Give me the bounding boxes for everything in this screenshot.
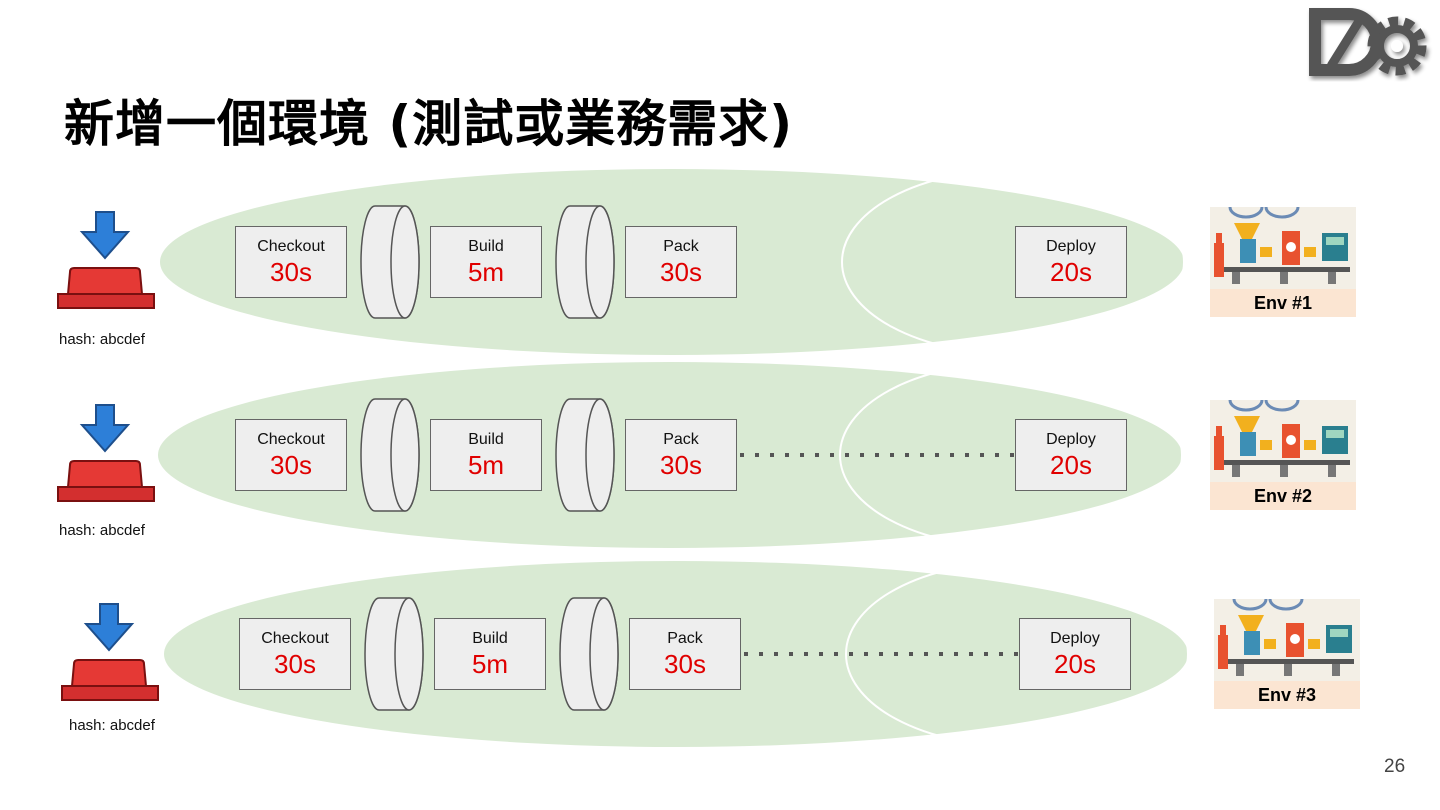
push-button-icon[interactable] bbox=[60, 602, 160, 712]
queue-cylinder-icon bbox=[360, 398, 420, 512]
push-button-icon[interactable] bbox=[56, 403, 156, 513]
stage-pack: Pack 30s bbox=[629, 618, 741, 690]
stage-duration: 30s bbox=[274, 649, 316, 679]
stage-duration: 30s bbox=[660, 257, 702, 287]
queue-cylinder-icon bbox=[360, 205, 420, 319]
stage-build: Build 5m bbox=[430, 419, 542, 491]
stage-name: Pack bbox=[663, 238, 699, 255]
stage-duration: 5m bbox=[467, 450, 505, 480]
stage-name: Deploy bbox=[1046, 238, 1096, 255]
queue-cylinder-icon bbox=[555, 398, 615, 512]
stage-pack: Pack 30s bbox=[625, 419, 737, 491]
stage-duration: 20s bbox=[1054, 649, 1096, 679]
stage-name: Build bbox=[468, 238, 504, 255]
stage-duration: 30s bbox=[660, 450, 702, 480]
stage-name: Deploy bbox=[1050, 630, 1100, 647]
stage-deploy: Deploy 20s bbox=[1015, 419, 1127, 491]
stage-duration: 30s bbox=[270, 257, 312, 287]
environment-card[interactable]: Env #3 bbox=[1214, 599, 1360, 711]
stage-build: Build 5m bbox=[434, 618, 546, 690]
push-button-icon[interactable] bbox=[56, 210, 156, 320]
stage-duration: 20s bbox=[1050, 450, 1092, 480]
stage-duration: 30s bbox=[270, 450, 312, 480]
queue-cylinder-icon bbox=[559, 597, 619, 711]
stage-build: Build 5m bbox=[430, 226, 542, 298]
environment-label: Env #3 bbox=[1214, 681, 1360, 709]
stage-name: Checkout bbox=[257, 431, 325, 448]
stage-duration: 5m bbox=[467, 257, 505, 287]
commit-hash-label: hash: abcdef bbox=[59, 522, 145, 539]
page-number: 26 bbox=[1384, 756, 1406, 777]
factory-environment-icon bbox=[1210, 207, 1356, 289]
deploy-zone-ellipse bbox=[845, 561, 1189, 747]
stage-deploy: Deploy 20s bbox=[1015, 226, 1127, 298]
environment-card[interactable]: Env #2 bbox=[1210, 400, 1356, 512]
stage-name: Build bbox=[472, 630, 508, 647]
stage-name: Deploy bbox=[1046, 431, 1096, 448]
environment-card[interactable]: Env #1 bbox=[1210, 207, 1356, 319]
stage-checkout: Checkout 30s bbox=[239, 618, 351, 690]
stage-duration: 30s bbox=[664, 649, 706, 679]
stage-name: Build bbox=[468, 431, 504, 448]
devops-gear-logo-icon bbox=[1309, 7, 1427, 76]
slide-title: 新增一個環境 (測試或業務需求) bbox=[64, 95, 794, 153]
environment-label: Env #1 bbox=[1210, 289, 1356, 317]
stage-name: Pack bbox=[667, 630, 703, 647]
factory-environment-icon bbox=[1214, 599, 1360, 681]
deploy-zone-ellipse bbox=[841, 169, 1185, 355]
deploy-zone-ellipse bbox=[839, 362, 1183, 548]
stage-name: Pack bbox=[663, 431, 699, 448]
stage-checkout: Checkout 30s bbox=[235, 226, 347, 298]
stage-name: Checkout bbox=[261, 630, 329, 647]
stage-name: Checkout bbox=[257, 238, 325, 255]
commit-hash-label: hash: abcdef bbox=[59, 331, 145, 348]
commit-hash-label: hash: abcdef bbox=[69, 717, 155, 734]
factory-environment-icon bbox=[1210, 400, 1356, 482]
stage-deploy: Deploy 20s bbox=[1019, 618, 1131, 690]
stage-duration: 5m bbox=[471, 649, 509, 679]
stage-duration: 20s bbox=[1050, 257, 1092, 287]
environment-label: Env #2 bbox=[1210, 482, 1356, 510]
stage-pack: Pack 30s bbox=[625, 226, 737, 298]
stage-checkout: Checkout 30s bbox=[235, 419, 347, 491]
queue-cylinder-icon bbox=[555, 205, 615, 319]
queue-cylinder-icon bbox=[364, 597, 424, 711]
